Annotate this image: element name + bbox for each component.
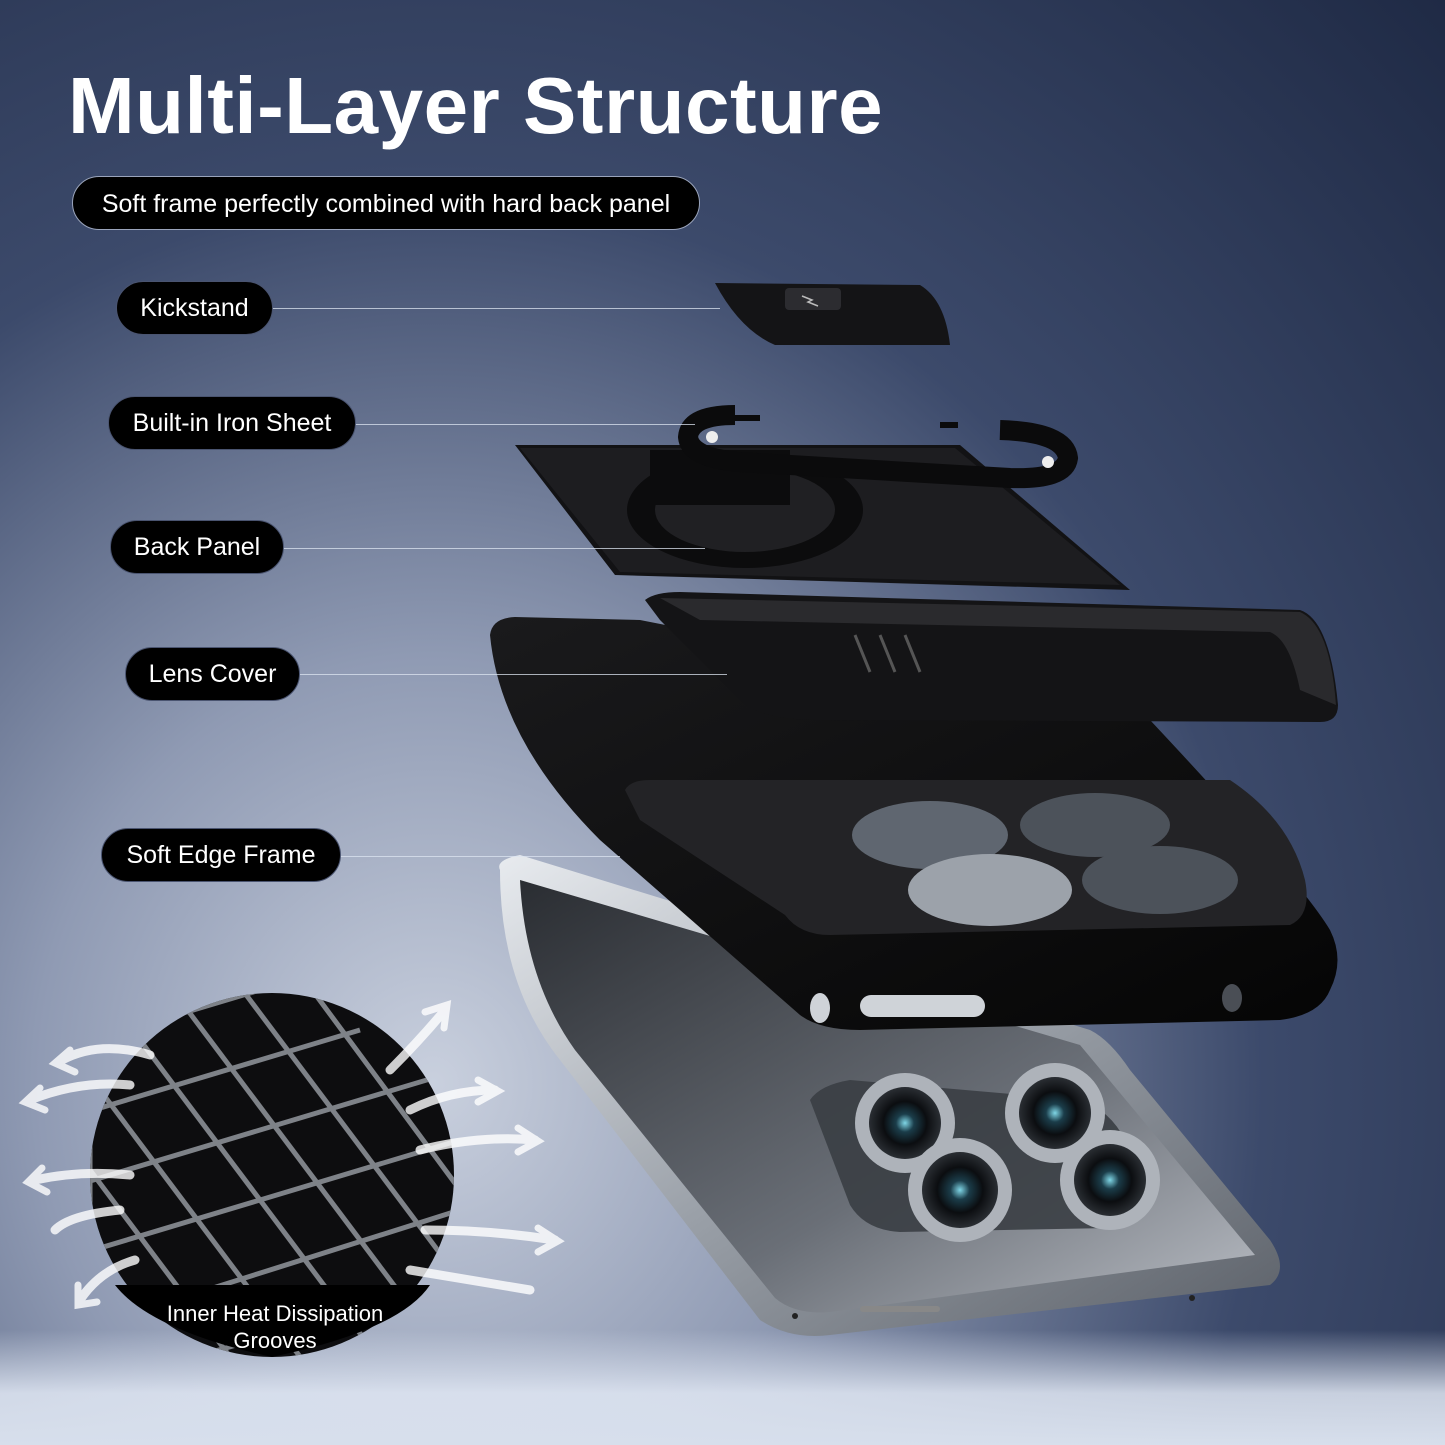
- subtitle-badge: Soft frame perfectly combined with hard …: [72, 176, 700, 230]
- lens-cover-part: [645, 592, 1338, 722]
- lens-cover-leader: [299, 674, 727, 675]
- label-back-panel: Back Panel: [110, 520, 284, 574]
- label-kickstand: Kickstand: [116, 281, 273, 335]
- label-soft-edge-frame: Soft Edge Frame: [101, 828, 341, 882]
- page-title: Multi-Layer Structure: [68, 61, 884, 150]
- soft-edge-frame-leader: [340, 856, 620, 857]
- phone-body: [499, 855, 1281, 1336]
- phone-camera-lenses: [855, 1063, 1160, 1242]
- iron-sheet-leader: [355, 424, 695, 425]
- kickstand-leader: [272, 308, 720, 309]
- airflow-arrows: [18, 999, 565, 1310]
- label-iron-sheet: Built-in Iron Sheet: [108, 396, 356, 450]
- heat-dissipation-label: Inner Heat Dissipation Grooves: [130, 1300, 420, 1354]
- back-panel-leader: [283, 548, 705, 549]
- heat-label-line2: Grooves: [233, 1328, 317, 1353]
- label-lens-cover: Lens Cover: [125, 647, 300, 701]
- kickstand-part: [715, 283, 950, 345]
- iron-sheet-part: [677, 405, 1079, 489]
- heat-label-line1: Inner Heat Dissipation: [166, 1301, 384, 1326]
